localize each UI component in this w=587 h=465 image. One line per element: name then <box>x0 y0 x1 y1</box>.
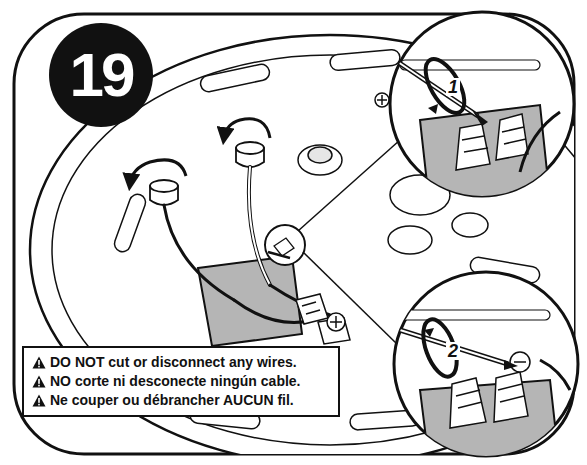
warning-icon <box>32 375 46 388</box>
step-number: 19 <box>48 22 154 128</box>
warning-line: DO NOT cut or disconnect any wires. <box>32 353 328 372</box>
zoom-detail <box>395 53 560 210</box>
leader-lines <box>298 140 400 345</box>
warning-icon <box>32 394 46 407</box>
warning-line: Ne couper ou débrancher AUCUN fil. <box>32 391 328 410</box>
warning-text: NO corte ni desconecte ningún cable. <box>50 372 301 391</box>
warning-icon <box>32 356 46 369</box>
warning-text: Ne couper ou débrancher AUCUN fil. <box>50 391 294 410</box>
callout-number: 1 <box>446 78 460 96</box>
warning-line: NO corte ni desconecte ningún cable. <box>32 372 328 391</box>
zoom-detail <box>400 310 570 465</box>
warning-box: DO NOT cut or disconnect any wires.NO co… <box>22 346 340 417</box>
callout-number: 2 <box>446 342 460 360</box>
step-number-text: 19 <box>70 44 133 106</box>
warning-text: DO NOT cut or disconnect any wires. <box>50 353 297 372</box>
